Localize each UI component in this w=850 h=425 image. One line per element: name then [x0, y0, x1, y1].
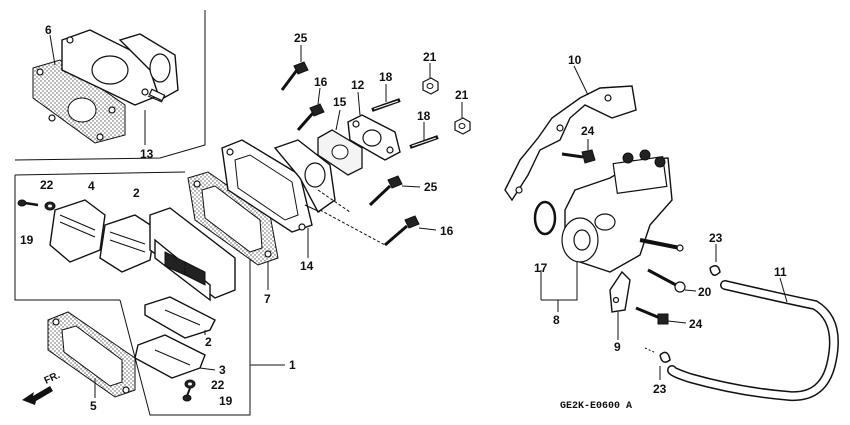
front-direction-arrow: FR. — [22, 370, 62, 405]
part-6-gasket — [32, 59, 126, 144]
callout-16: 16 — [440, 224, 454, 238]
leader-15 — [335, 109, 341, 131]
callout-18: 18 — [379, 70, 393, 84]
part-16-bolt-upper — [296, 103, 325, 131]
callout-15: 15 — [333, 95, 347, 109]
callout-23: 23 — [653, 382, 667, 396]
callout-19: 19 — [219, 394, 233, 408]
leader-24b — [667, 320, 687, 324]
callout-8: 8 — [553, 313, 560, 327]
part-24-bolt-upper — [561, 149, 596, 164]
callout-19: 19 — [20, 233, 34, 247]
callout-23: 23 — [709, 231, 723, 245]
part-24-bolt-lower — [635, 306, 669, 325]
callout-2: 2 — [133, 186, 140, 200]
callout-14: 14 — [300, 259, 314, 273]
callout-10: 10 — [568, 53, 582, 67]
leader-25b — [401, 185, 421, 188]
callout-12: 12 — [351, 78, 365, 92]
callout-1: 1 — [289, 358, 296, 372]
callout-7: 7 — [264, 292, 271, 306]
callout-13: 13 — [140, 147, 154, 161]
callout-11: 11 — [774, 265, 787, 279]
part-19-screw-upper — [17, 199, 39, 207]
callout-21: 21 — [455, 88, 469, 102]
part-12-insulator — [347, 114, 401, 161]
part-15-gasket — [317, 129, 363, 176]
callout-labels: 6 13 25 16 15 12 18 21 21 18 25 16 14 7 … — [20, 23, 787, 413]
diagram-code: GE2K-E0600 A — [560, 401, 632, 412]
part-22-washer-upper — [44, 201, 56, 211]
part-11-oil-tube — [667, 280, 839, 402]
part-19-screw-lower — [182, 387, 192, 402]
callout-25: 25 — [424, 180, 438, 194]
part-20-screw — [647, 268, 686, 293]
leader-12 — [357, 91, 361, 116]
part-7-gasket — [187, 171, 279, 266]
leader-8-bracket — [541, 262, 578, 301]
part-5-gasket — [47, 311, 136, 398]
callout-20: 20 — [698, 285, 712, 299]
callout-17: 17 — [534, 261, 548, 275]
callout-22: 22 — [211, 378, 225, 392]
part-18-stud-upper — [371, 98, 401, 112]
part-17-o-ring — [533, 200, 557, 236]
dash-25b — [317, 189, 351, 213]
part-2-reed-upper — [99, 214, 156, 273]
callout-24: 24 — [689, 317, 703, 331]
part-10-bracket — [504, 85, 637, 202]
callout-22: 22 — [40, 178, 54, 192]
callout-3: 3 — [219, 363, 226, 377]
part-23-clip-lower — [644, 347, 671, 363]
part-3-reed-stopper-lower — [134, 334, 206, 379]
part-23-clip-upper — [709, 265, 721, 276]
part-25-bolt-upper — [280, 61, 309, 91]
callout-2: 2 — [205, 335, 212, 349]
part-14-intake-housing — [221, 139, 336, 233]
leader-11 — [779, 277, 788, 303]
leader-10 — [573, 65, 589, 96]
part-9-plate — [609, 270, 631, 313]
callout-9: 9 — [614, 340, 621, 354]
callout-16: 16 — [314, 75, 328, 89]
part-8-oil-pump — [561, 149, 684, 273]
part-13-reed-valve-assembly — [61, 29, 179, 106]
leader-16a — [317, 87, 321, 105]
leader-16b — [418, 227, 437, 231]
callout-21: 21 — [423, 50, 437, 64]
callout-6: 6 — [45, 23, 52, 37]
front-direction-label: FR. — [43, 370, 62, 387]
leader-20 — [684, 289, 697, 292]
reed-valve-body — [149, 207, 236, 302]
callout-4: 4 — [88, 179, 95, 193]
part-2-reed-lower — [144, 296, 216, 339]
leader-3 — [199, 367, 216, 371]
callout-25: 25 — [294, 31, 308, 45]
part-25-bolt-lower — [368, 175, 403, 207]
callout-5: 5 — [90, 399, 97, 413]
leader-6 — [49, 34, 56, 66]
part-16-bolt-lower — [384, 215, 420, 247]
callout-18: 18 — [417, 109, 431, 123]
dash-16b — [319, 209, 386, 246]
part-18-stud-lower — [409, 135, 439, 149]
inset-frame — [14, 10, 206, 161]
part-4-reed-stopper — [49, 199, 106, 263]
part-21-nut-upper — [422, 77, 439, 95]
part-22-washer-lower — [184, 379, 196, 389]
callout-24: 24 — [581, 124, 595, 138]
part-21-nut-lower — [454, 117, 471, 135]
